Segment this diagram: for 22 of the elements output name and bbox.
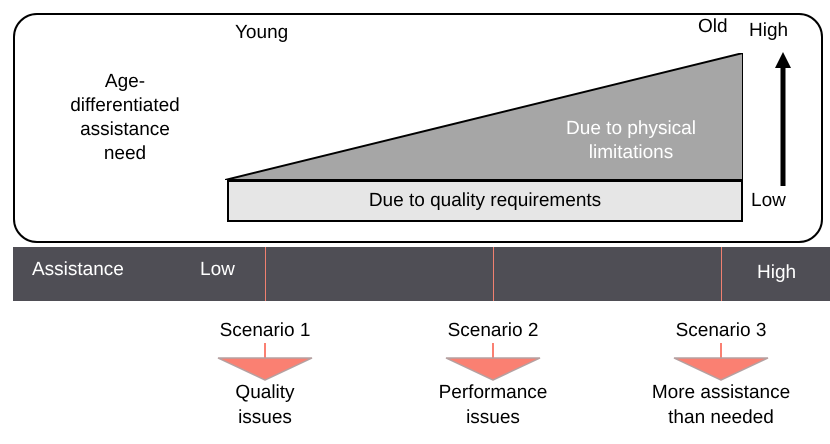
axis-label: High xyxy=(749,20,788,42)
axis-label: Old xyxy=(698,16,728,38)
outcome-label: Quality issues xyxy=(215,380,315,430)
band-label: Assistance xyxy=(32,259,124,281)
outcome-label: More assistance than needed xyxy=(636,380,806,430)
axis-label: Young xyxy=(235,22,288,44)
rounded-panel xyxy=(13,13,823,243)
panel-heading: Age-differentiated assistance need xyxy=(69,70,181,166)
band-label: Low xyxy=(200,259,235,281)
triangle-area xyxy=(225,53,743,180)
scenario-label: Scenario 2 xyxy=(403,318,583,343)
base-bar: Due to quality requirements xyxy=(227,180,743,222)
outcome-label: Performance issues xyxy=(428,380,558,430)
scenario-label: Scenario 1 xyxy=(175,318,355,343)
area-label: Due to physical limitations xyxy=(565,117,697,165)
band-label: High xyxy=(757,262,796,284)
scale-band xyxy=(13,247,830,301)
chevron-arrow xyxy=(445,343,541,381)
axis-label: Low xyxy=(751,190,786,212)
chevron-arrow xyxy=(673,343,769,381)
scenario-label: Scenario 3 xyxy=(631,318,811,343)
chevron-arrow xyxy=(217,343,313,381)
